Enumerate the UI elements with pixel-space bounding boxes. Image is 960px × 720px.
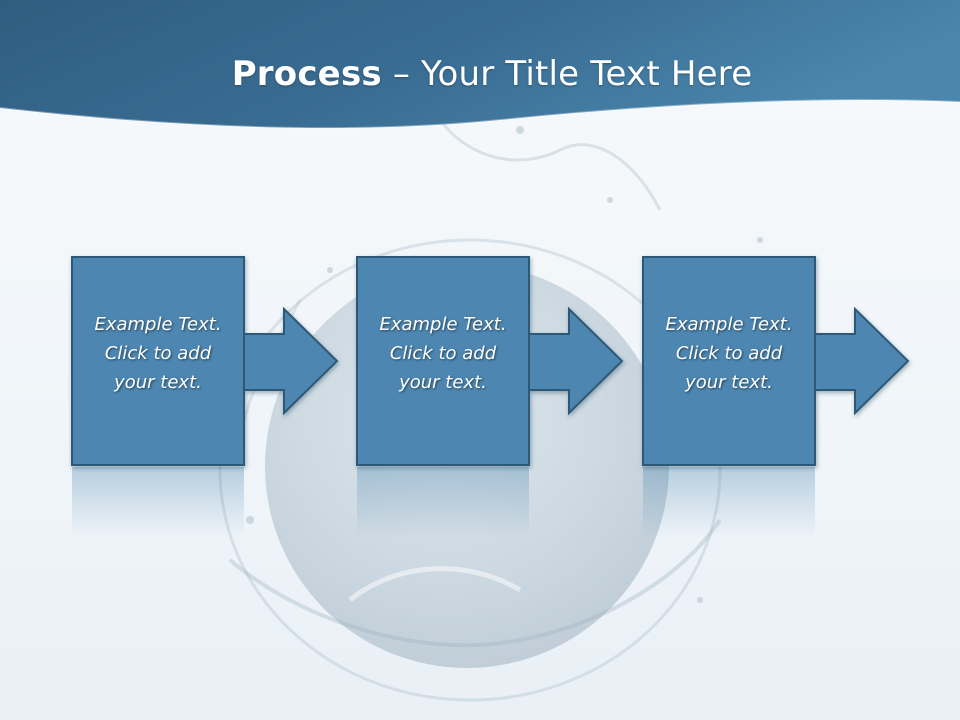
step-1-line-1: Example Text. <box>94 314 222 335</box>
step-3-line-2: Click to add <box>675 343 783 364</box>
page-title: Process – Your Title Text Here <box>0 52 960 96</box>
title-rest: – Your Title Text Here <box>381 54 753 94</box>
right-arrow-icon <box>243 306 339 416</box>
step-3-text[interactable]: Example Text. Click to add your text. <box>643 310 815 397</box>
step-2[interactable] <box>356 256 624 466</box>
step-2-line-2: Click to add <box>389 343 497 364</box>
step-3-line-1: Example Text. <box>665 314 793 335</box>
step-1-line-2: Click to add <box>104 343 212 364</box>
step-3[interactable] <box>642 256 910 466</box>
header-band <box>0 0 960 130</box>
step-2-text[interactable]: Example Text. Click to add your text. <box>357 310 529 397</box>
step-1-reflection <box>72 467 244 537</box>
step-1-line-3: your text. <box>114 372 202 393</box>
step-3-box <box>642 256 816 466</box>
step-2-line-3: your text. <box>399 372 487 393</box>
step-2-box <box>356 256 530 466</box>
step-1-box <box>71 256 245 466</box>
right-arrow-icon <box>528 306 624 416</box>
step-3-line-3: your text. <box>685 372 773 393</box>
step-3-reflection <box>643 467 815 537</box>
step-2-reflection <box>357 467 529 537</box>
step-1[interactable] <box>71 256 339 466</box>
step-1-text[interactable]: Example Text. Click to add your text. <box>72 310 244 397</box>
step-2-line-1: Example Text. <box>379 314 507 335</box>
right-arrow-icon <box>814 306 910 416</box>
title-bold: Process <box>231 54 382 94</box>
